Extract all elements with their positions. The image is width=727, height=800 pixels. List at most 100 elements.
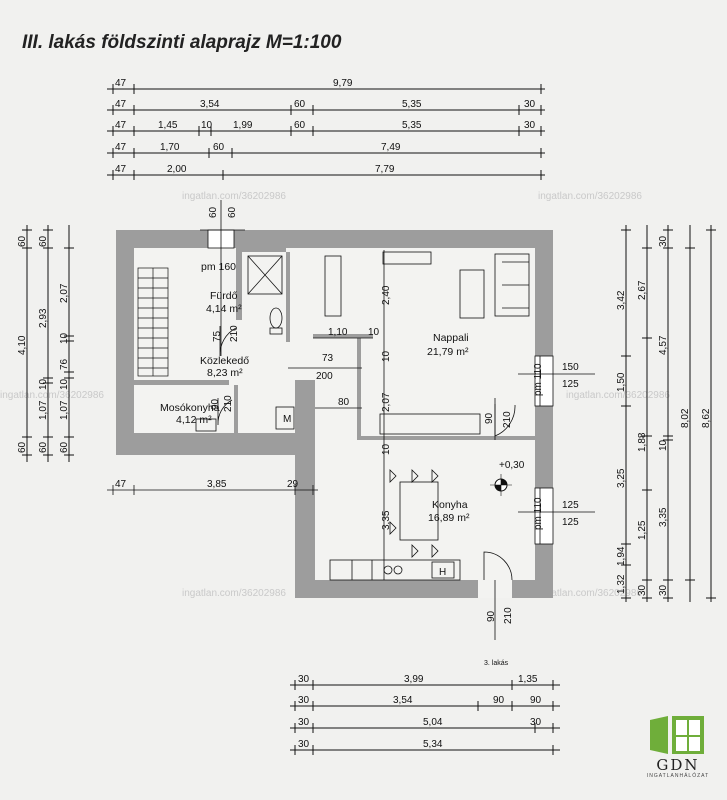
dim-label: 30: [637, 584, 648, 596]
level-label: +0,30: [499, 460, 525, 471]
watermark: ingatlan.com/36202986: [182, 191, 286, 202]
room-name-mosokonyha: Mosókonyha: [160, 402, 220, 414]
dim-label: 60: [213, 142, 225, 153]
dim-label: 5,35: [402, 99, 422, 110]
dim-label: 5,35: [402, 120, 422, 131]
dim-label: 210: [503, 607, 514, 624]
dim-label: 7,79: [375, 164, 395, 175]
watermark: ingatlan.com/36202986: [182, 588, 286, 599]
dim-label: 1,88: [637, 432, 648, 452]
dim-label: 125: [562, 500, 579, 511]
logo-subtext: INGATLANHÁLÓZAT: [646, 773, 710, 779]
dim-label: 4,57: [658, 335, 669, 355]
dim-label: 76: [59, 358, 70, 370]
dim-label: 90: [210, 398, 221, 410]
dim-label: 30: [658, 584, 669, 596]
dim-label: 90: [486, 610, 497, 622]
dim-label: 5,34: [423, 739, 443, 750]
dim-label: 2,93: [38, 308, 49, 328]
dim-label: 60: [294, 120, 306, 131]
dim-label: 30: [524, 99, 536, 110]
dim-label: 1,45: [158, 120, 178, 131]
dim-label: 150: [562, 362, 579, 373]
dim-label: 10: [381, 443, 392, 455]
level-marker: [490, 474, 512, 496]
dim-label: 30: [298, 717, 310, 728]
dim-label: 1,25: [637, 520, 648, 540]
dim-label: 10: [38, 378, 49, 390]
dim-label: 75: [212, 330, 223, 342]
right-dimension-labels: 3,42 1,50 3,25 1,94 1,32 2,67 1,88 1,25 …: [616, 235, 712, 596]
room-name-kozlekedo: Közlekedő: [200, 355, 249, 367]
dim-label: 47: [115, 142, 127, 153]
dim-label: pm 110: [533, 363, 544, 396]
dim-label: 60: [208, 206, 219, 218]
dim-label: 60: [17, 441, 28, 453]
dim-label: 29: [287, 479, 299, 490]
dim-label: 3,42: [616, 290, 627, 310]
dim-label: 8,62: [701, 408, 712, 428]
note-pm160: pm 160: [201, 261, 236, 273]
dim-label: 2,07: [381, 392, 392, 412]
dim-label: 10: [381, 350, 392, 362]
room-labels: pm 160 Fürdő 4,14 m² Közlekedő 8,23 m² M…: [160, 261, 525, 667]
room-name-furdo: Fürdő: [210, 290, 238, 302]
dim-label: 60: [17, 235, 28, 247]
dim-label: 3,35: [658, 507, 669, 527]
left-dimension-lines: [22, 225, 74, 462]
dim-label: 47: [115, 99, 127, 110]
dim-label: 60: [38, 441, 49, 453]
room-area-kozlekedo: 8,23 m²: [207, 367, 243, 379]
dim-label: 1,70: [160, 142, 180, 153]
dim-label: 30: [298, 695, 310, 706]
dim-label: 2,67: [637, 280, 648, 300]
room-name-konyha: Konyha: [432, 499, 468, 511]
dim-label: 73: [322, 353, 334, 364]
dim-label: 9,79: [333, 78, 353, 89]
dim-label: 47: [115, 479, 127, 490]
dim-label: 47: [115, 78, 127, 89]
dim-label: 47: [115, 164, 127, 175]
dim-label: 125: [562, 517, 579, 528]
room-area-nappali: 21,79 m²: [427, 346, 469, 358]
dim-label: 60: [227, 206, 238, 218]
dim-label: 210: [229, 325, 240, 342]
dim-label: 90: [493, 695, 505, 706]
dim-label: 30: [524, 120, 536, 131]
dim-label: 1,35: [518, 674, 538, 685]
dim-label: 1,99: [233, 120, 253, 131]
dim-label: 1,50: [616, 372, 627, 392]
dim-label: 60: [59, 441, 70, 453]
dim-label: 2,40: [381, 285, 392, 305]
dim-label: 10: [59, 378, 70, 390]
left-dimension-labels: 60 4,10 60 60 2,93 10 1,07 60 2,07 10 76…: [17, 235, 70, 453]
dim-label: 90: [484, 412, 495, 424]
dim-label: 4,10: [17, 335, 28, 355]
dim-label: 3,54: [200, 99, 220, 110]
bottom-dimension-lines: [290, 680, 560, 755]
dim-label: 30: [658, 235, 669, 247]
room-name-nappali: Nappali: [433, 332, 469, 344]
room-area-furdo: 4,14 m²: [206, 303, 242, 315]
plan-title: III. lakás földszinti alaprajz M=1:100: [22, 32, 342, 53]
dim-label: 47: [115, 120, 127, 131]
dim-label: 10: [658, 439, 669, 451]
dim-label: 10: [368, 327, 380, 338]
room-area-mosokonyha: 4,12 m²: [176, 414, 212, 426]
dim-label: pm 110: [533, 497, 544, 530]
washer: [275, 406, 295, 430]
logo-text: GDN: [656, 756, 700, 774]
label-m: M: [283, 414, 291, 425]
stairs: [137, 267, 169, 377]
entrance-label: 3. lakás: [484, 660, 509, 667]
dim-label: 1,94: [616, 546, 627, 566]
top-dimension-lines: [107, 84, 545, 180]
dim-label: 2,07: [59, 283, 70, 303]
dim-label: 5,04: [423, 717, 443, 728]
dim-label: 1,07: [38, 400, 49, 420]
watermark: ingatlan.com/36202986: [0, 390, 104, 401]
dim-label: 125: [562, 379, 579, 390]
room-area-konyha: 16,89 m²: [428, 512, 470, 524]
dim-label: 80: [338, 397, 350, 408]
watermark: ingatlan.com/36202986: [538, 191, 642, 202]
